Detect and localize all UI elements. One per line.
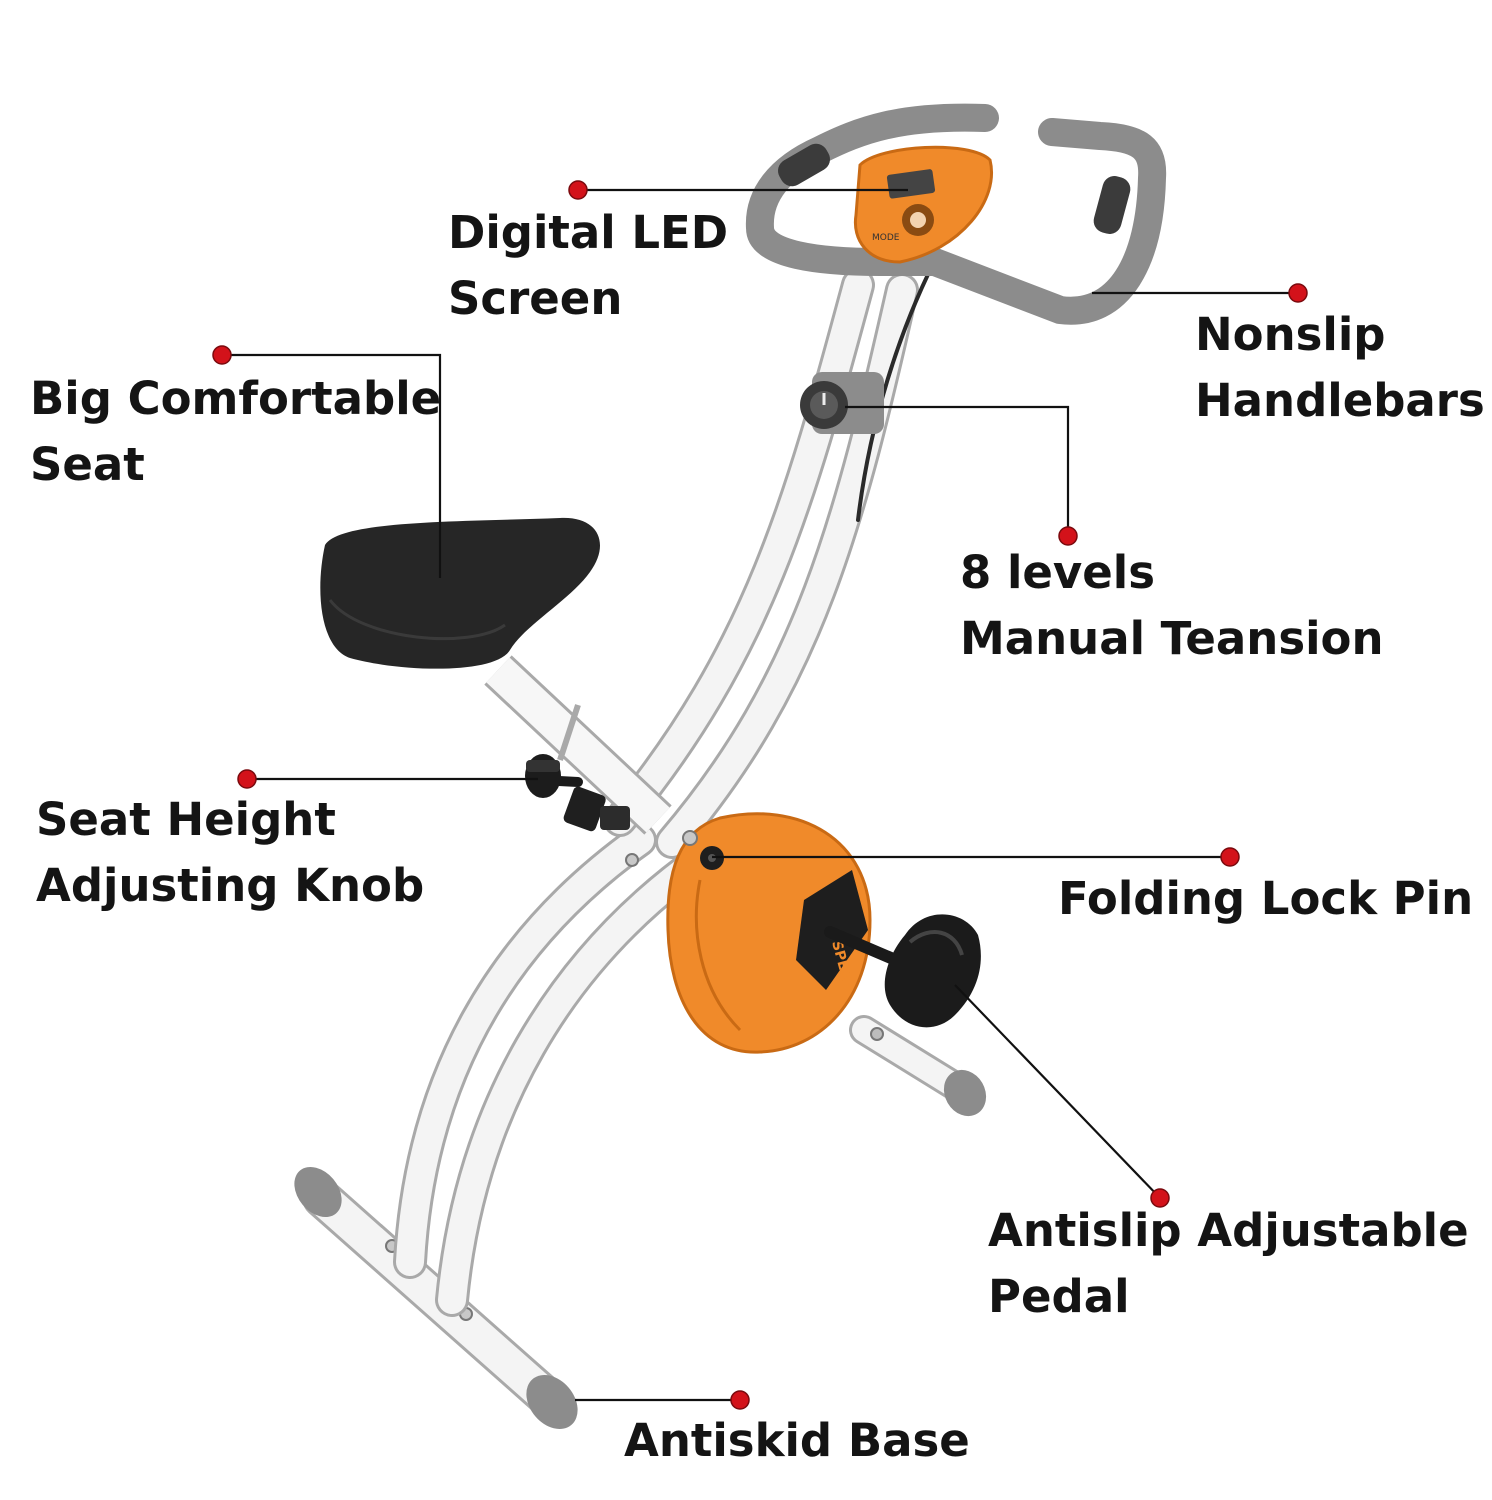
leader-big-comfortable-seat (222, 353, 442, 578)
console-mode-text: MODE (872, 233, 900, 243)
callout-leaders (222, 188, 1298, 1402)
label-line: Seat (30, 438, 145, 491)
dot-antiskid-base (730, 1390, 750, 1410)
label-line: Folding Lock Pin (1058, 872, 1474, 925)
label-nonslip-handlebars: Nonslip Handlebars (1195, 302, 1485, 434)
label-antislip-pedal: Antislip Adjustable Pedal (988, 1198, 1469, 1330)
label-folding-lock-pin: Folding Lock Pin (1058, 866, 1473, 932)
label-line: 8 levels (960, 546, 1155, 599)
dot-folding-lock-pin (1220, 847, 1240, 867)
callout-dots (212, 180, 1308, 1410)
leader-antislip-pedal (954, 984, 1161, 1199)
dot-manual-tension (1058, 526, 1078, 546)
seat (320, 517, 600, 669)
leader-manual-tension (845, 405, 1070, 536)
rear-pedal-arm (849, 1015, 987, 1117)
label-line: Nonslip (1195, 308, 1386, 361)
label-antiskid-base: Antiskid Base (624, 1408, 970, 1474)
tension-knob (800, 372, 884, 434)
label-line: Adjusting Knob (36, 859, 425, 912)
label-line: Seat Height (36, 793, 336, 846)
label-manual-tension: 8 levels Manual Teansion (960, 540, 1383, 672)
label-line: Antislip Adjustable (988, 1204, 1469, 1257)
label-digital-led-screen: Digital LED Screen (448, 200, 728, 332)
seat-post (484, 655, 672, 867)
dot-antislip-pedal (1150, 1188, 1170, 1208)
label-line: Manual Teansion (960, 612, 1384, 665)
dot-seat-height-knob (237, 769, 257, 789)
label-line: Big Comfortable (30, 372, 442, 425)
frame-upright (603, 258, 937, 859)
dot-nonslip-handlebars (1288, 283, 1308, 303)
digital-led-console: MODE (853, 145, 993, 264)
frame-legs (393, 823, 717, 1317)
label-line: Pedal (988, 1270, 1130, 1323)
label-seat-height-knob: Seat Height Adjusting Knob (36, 787, 424, 919)
base-foot-cap-front (526, 1375, 578, 1429)
dot-digital-led-screen (568, 180, 588, 200)
label-line: Antiskid Base (624, 1414, 970, 1467)
dot-big-comfortable-seat (212, 345, 232, 365)
front-pedal (824, 914, 981, 1028)
label-big-comfortable-seat: Big Comfortable Seat (30, 366, 441, 498)
label-line: Screen (448, 272, 623, 325)
seat-height-knob (525, 754, 583, 798)
label-line: Digital LED (448, 206, 729, 259)
handlebars (745, 103, 1167, 325)
label-line: Handlebars (1195, 374, 1485, 427)
base-foot-cap-rear (294, 1166, 342, 1218)
